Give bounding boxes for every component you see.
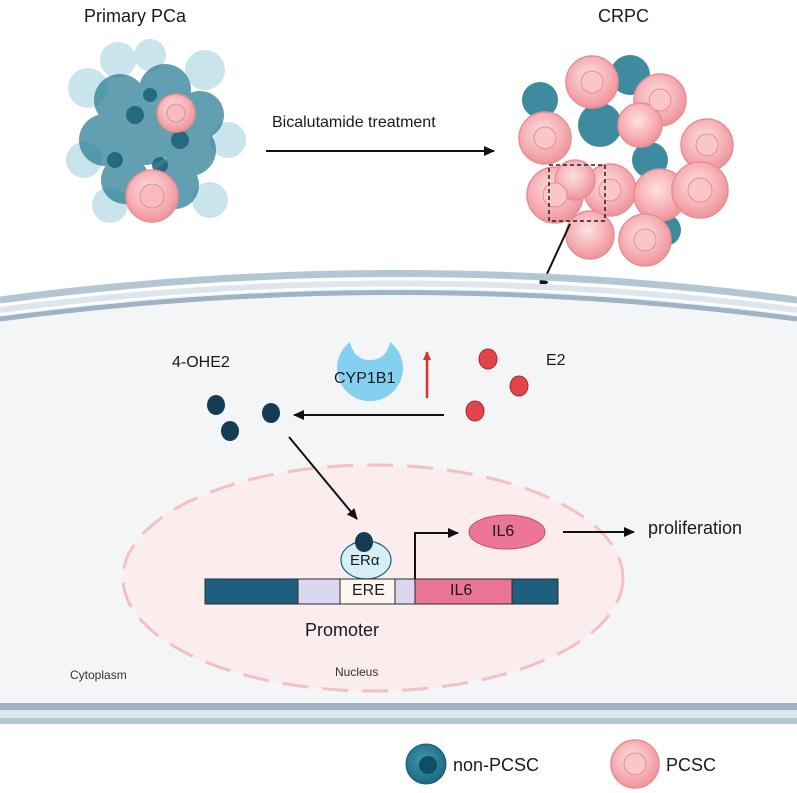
er-alpha-label: ERα (350, 552, 380, 569)
cytoplasm-label: Cytoplasm (70, 668, 127, 682)
crpc-tumor-icon (518, 55, 734, 267)
pacman-enzyme-icon (337, 342, 404, 402)
treatment-label: Bicalutamide treatment (272, 114, 436, 131)
ere-label: ERE (352, 582, 385, 599)
il6-protein (468, 514, 546, 550)
cyp1b1-label: CYP1B1 (334, 370, 396, 387)
top-membrane (0, 270, 797, 322)
non-pcsc-legend-icon (405, 743, 447, 785)
pcsc-legend-icon (610, 739, 660, 789)
pcsc-legend-label: PCSC (666, 755, 717, 775)
nuclear-entry-arrow (288, 436, 358, 520)
e2-label: E2 (546, 352, 566, 369)
bound-ligand (355, 532, 373, 552)
transcription-arrow (414, 528, 459, 579)
nucleus-label: Nucleus (335, 665, 379, 679)
il6-gene-label: IL6 (450, 582, 473, 599)
crpc-title: CRPC (598, 6, 650, 26)
e2-molecules (465, 348, 529, 422)
ohe2-molecules (207, 395, 280, 441)
dna-strip (204, 578, 559, 605)
non-pcsc-legend-label: non-PCSC (453, 755, 540, 775)
primary-pca-tumor-icon (66, 39, 246, 223)
primary-pca-title: Primary PCa (84, 6, 187, 26)
promoter-label: Promoter (305, 620, 380, 640)
bottom-membrane (0, 703, 797, 724)
zoom-box (548, 164, 606, 222)
proliferation-label: proliferation (648, 518, 743, 538)
il6-protein-label: IL6 (492, 523, 515, 540)
ohe2-label: 4-OHE2 (172, 354, 230, 371)
